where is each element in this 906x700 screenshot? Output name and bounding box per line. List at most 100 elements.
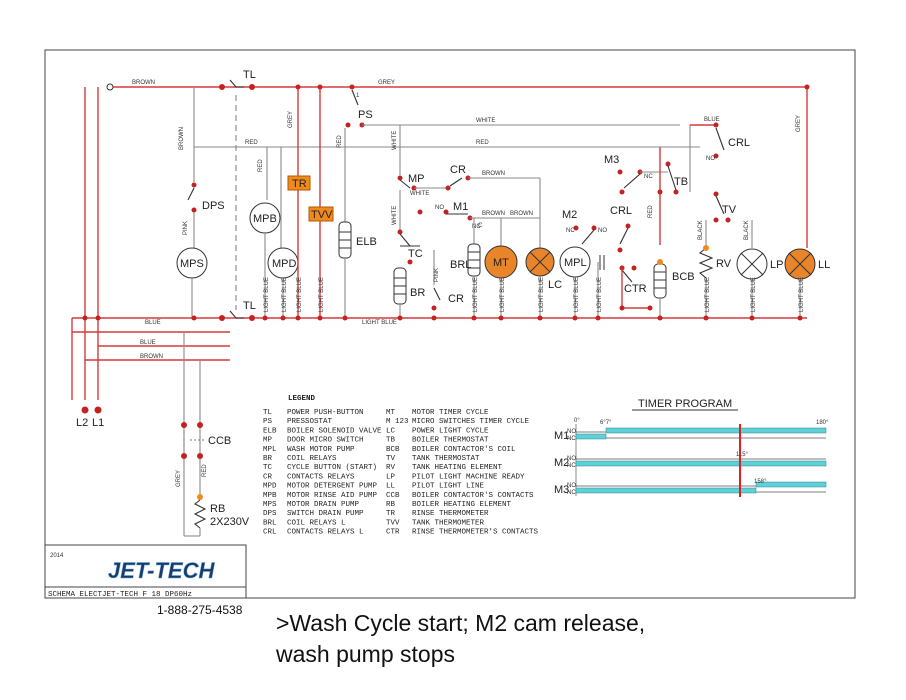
- label-bcb: BCB: [672, 271, 695, 283]
- legend-code: BRL: [263, 519, 277, 527]
- legend-code: M 123: [386, 418, 409, 426]
- terminal: [349, 84, 355, 90]
- legend-code: TB: [386, 437, 396, 445]
- legend-code: PS: [263, 418, 273, 426]
- label-lp: LP: [770, 259, 783, 271]
- terminal: [181, 422, 187, 428]
- switch-tl: [229, 79, 244, 88]
- wire-label: RED: [202, 464, 208, 477]
- legend-desc: CONTACTS RELAYS: [287, 473, 355, 481]
- terminal: [725, 217, 731, 223]
- label-m2: M2: [562, 209, 577, 221]
- label-lc: LC: [548, 279, 562, 291]
- button-tc: [399, 233, 411, 247]
- legend-desc: RINSE THERMOMETER'S CONTACTS: [412, 529, 539, 537]
- label-elb: ELB: [356, 236, 377, 248]
- timer-mark: 0°: [574, 418, 580, 424]
- thermometer-tr: [287, 175, 311, 191]
- label-ccb: CCB: [208, 435, 231, 447]
- terminal: [573, 225, 579, 231]
- terminal: [657, 189, 663, 195]
- terminal: [191, 207, 197, 213]
- wire-label: BLUE: [140, 340, 156, 346]
- wire-label: BLACK: [698, 220, 704, 240]
- terminal-l1: [94, 406, 102, 414]
- timer-row-label: M3: [554, 484, 569, 496]
- terminal: [713, 191, 719, 197]
- label-tl: TL: [243, 69, 256, 81]
- timer-cam-segment: [575, 433, 607, 440]
- wire-label: LIGHT BLUE: [282, 277, 288, 312]
- wire-label: LIGHT BLUE: [539, 277, 545, 312]
- timer-title: TIMER PROGRAM: [638, 398, 732, 410]
- timer-mark: 180°: [816, 420, 829, 426]
- terminal: [673, 189, 679, 195]
- legend-desc: BOILER HEATING ELEMENT: [412, 501, 512, 509]
- terminal: [197, 453, 203, 459]
- label-mpl: MPL: [564, 257, 587, 269]
- label-tc: TC: [408, 248, 423, 260]
- terminal: [397, 229, 403, 235]
- pin-label: C: [478, 223, 483, 229]
- wire-label: WHITE: [410, 191, 429, 197]
- legend-title: LEGEND: [288, 395, 316, 403]
- terminal: [619, 305, 625, 311]
- terminal: [219, 84, 225, 90]
- timer-cam-segment: [575, 460, 827, 467]
- wire-label: BROWN: [482, 171, 505, 177]
- terminal: [219, 315, 225, 321]
- legend-desc: BOILER CONTACTOR'S COIL: [412, 446, 516, 454]
- terminal: [191, 182, 197, 188]
- wire-label: GREY: [176, 470, 182, 487]
- wire-label: WHITE: [392, 131, 398, 150]
- wire-label: BROWN: [140, 354, 163, 360]
- wire-label: RED: [245, 140, 258, 146]
- legend-desc: POWER LIGHT CYCLE: [412, 427, 489, 435]
- legend-desc: DOOR MICRO SWITCH: [287, 437, 364, 445]
- legend-code: CRL: [263, 529, 277, 537]
- terminal: [106, 83, 114, 91]
- wire-label: WHITE: [476, 118, 495, 124]
- caption-line-1: >Wash Cycle start; M2 cam release,: [276, 610, 646, 636]
- wire-label: LIGHT BLUE: [473, 277, 479, 312]
- wire-label: BROWN: [132, 80, 155, 86]
- timer-mark: 158°: [754, 479, 767, 485]
- legend-desc: PRESSOSTAT: [287, 418, 333, 426]
- switch-tb: [667, 165, 677, 191]
- legend-desc: CYCLE BUTTON (START): [287, 464, 377, 472]
- terminal: [249, 84, 255, 90]
- legend-code: ELB: [263, 427, 277, 435]
- terminal: [181, 453, 187, 459]
- label-tb: TB: [674, 176, 688, 188]
- label-l2: L2: [76, 417, 88, 429]
- legend-code: CCB: [386, 492, 400, 500]
- wire-label: BLACK: [744, 220, 750, 240]
- label-tv: TV: [722, 204, 737, 216]
- terminal: [197, 422, 203, 428]
- pin-label: 1: [356, 93, 360, 99]
- label-m1: M1: [453, 201, 468, 213]
- rb-terminal: [197, 494, 203, 500]
- legend-desc: WASH MOTOR PUMP: [287, 446, 355, 454]
- wire-label: LIGHT BLUE: [751, 277, 757, 312]
- label-crl: CRL: [610, 205, 632, 217]
- label-ll: LL: [818, 259, 830, 271]
- legend-desc: MOTOR DETERGENT PUMP: [287, 483, 378, 491]
- label-dps: DPS: [202, 200, 225, 212]
- label-ctr: CTR: [624, 283, 647, 295]
- label-brl: BRL: [450, 259, 471, 271]
- label-mpb: MPB: [253, 213, 277, 225]
- pin-label: NO: [435, 205, 444, 211]
- legend-desc: COIL RELAYS: [287, 455, 337, 463]
- switch-tv: [715, 195, 725, 215]
- logo: JET-TECH: [108, 558, 215, 583]
- legend-code: MPS: [263, 501, 277, 509]
- legend-code: BR: [263, 455, 273, 463]
- schema-title: SCHEMA ELECTJET-TECH F 18 DP60Hz: [48, 591, 192, 599]
- legend-code: TVV: [386, 519, 400, 527]
- timer-cam-segment: [755, 481, 827, 488]
- legend-code: CR: [263, 473, 273, 481]
- label-ps: PS: [358, 109, 373, 121]
- legend-desc: BOILER SOLENOID VALVE: [287, 427, 382, 435]
